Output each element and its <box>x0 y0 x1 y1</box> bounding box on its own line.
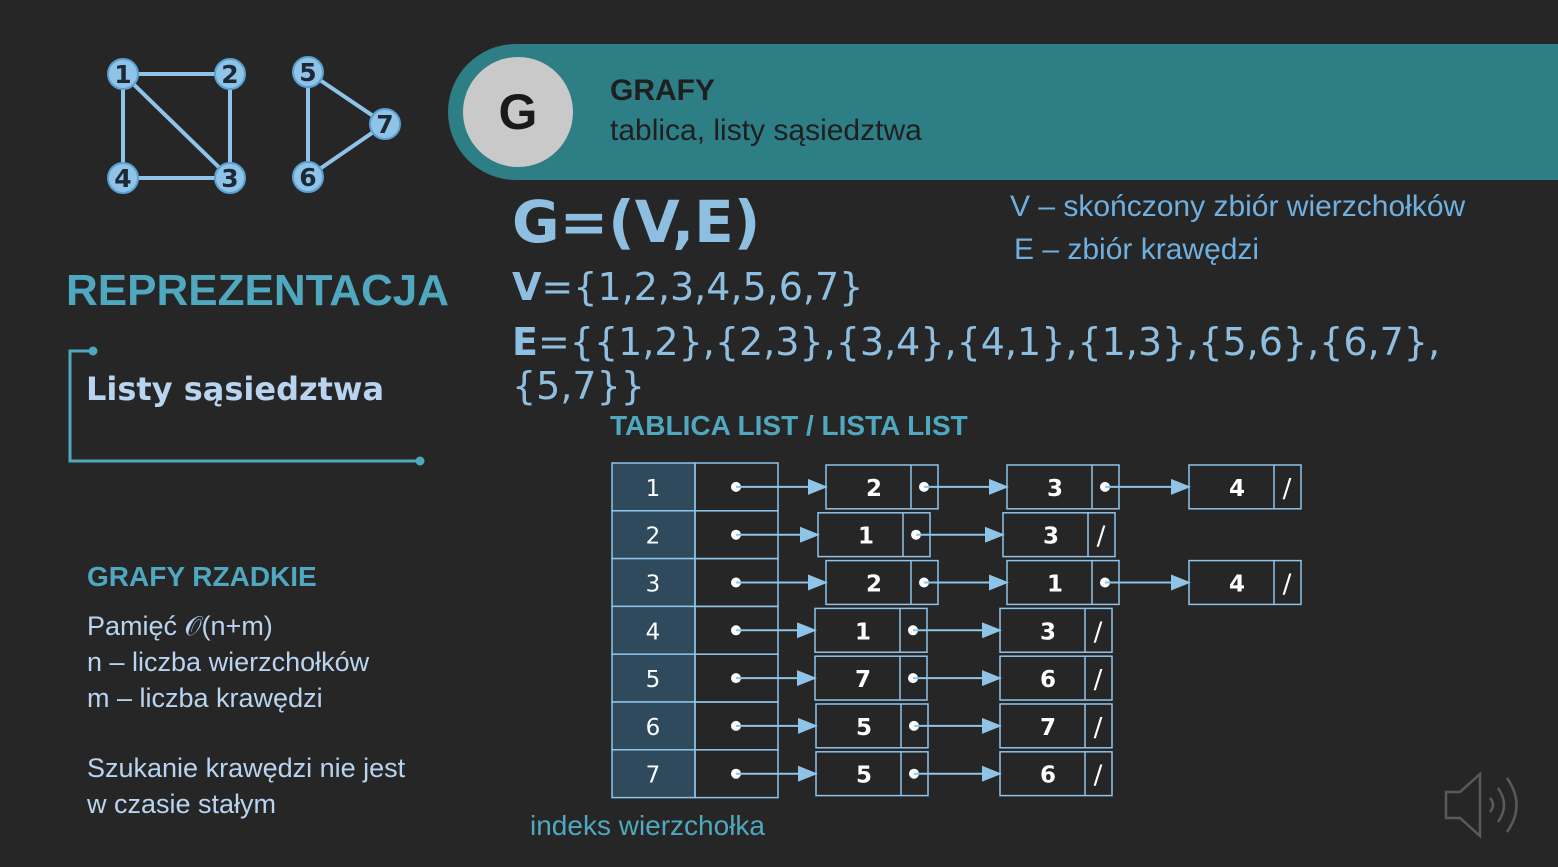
list-node: 1 <box>814 607 1002 653</box>
vertex-index: 7 <box>646 763 661 789</box>
table-title: TABLICA LIST / LISTA LIST <box>610 410 968 441</box>
list-box-label: Listy sąsiedztwa <box>86 370 385 408</box>
edge-symbol: E <box>512 320 538 364</box>
list-node-value: 7 <box>1040 715 1056 741</box>
list-node: 1 <box>1006 559 1191 606</box>
list-node: 1 <box>817 512 1005 558</box>
graph-node: 6 <box>292 161 324 193</box>
list-node-value: 6 <box>1040 667 1056 693</box>
vertex-values: ={1,2,3,4,5,6,7} <box>541 265 864 309</box>
list-node: 3/ <box>999 607 1113 653</box>
vertex-index: 4 <box>646 619 661 645</box>
graph-node: 7 <box>369 108 401 140</box>
edge-values: ={{1,2},{2,3},{3,4},{4,1},{1,3},{5,6},{6… <box>512 320 1441 408</box>
search-note-line1: Szukanie krawędzi nie jest <box>87 753 406 783</box>
list-node: 4/ <box>1188 559 1302 606</box>
section-heading: REPREZENTACJA <box>66 266 450 315</box>
list-node-value: 5 <box>856 763 872 789</box>
n-definition: n – liczba wierzchołków <box>87 647 370 677</box>
list-node-value: 7 <box>855 667 871 693</box>
sparse-graphs-title: GRAFY RZADKIE <box>87 561 317 592</box>
sparse-graphs-text: Pamięć 𝒪(n+m) n – liczba wierzchołków m … <box>87 608 405 822</box>
null-marker: / <box>1094 761 1103 791</box>
list-node: 6/ <box>999 655 1113 701</box>
vertex-note: V – skończony zbiór wierzchołków <box>1010 190 1466 223</box>
graph-node: 4 <box>107 162 139 194</box>
graph-node: 1 <box>107 58 139 90</box>
index-label: indeks wierzchołka <box>530 810 765 841</box>
list-node-value: 2 <box>866 476 882 502</box>
graph-node-label: 2 <box>221 60 238 89</box>
list-node: 7 <box>814 655 1002 701</box>
null-marker: / <box>1283 570 1292 600</box>
speaker-icon[interactable] <box>1440 768 1535 843</box>
m-definition: m – liczba krawędzi <box>87 683 323 713</box>
graph-definition: G=(V,E) <box>512 188 761 256</box>
null-marker: / <box>1097 522 1106 552</box>
page-title: GRAFY <box>610 74 715 107</box>
graph-node-label: 6 <box>299 163 316 192</box>
page-subtitle: tablica, listy sąsiedztwa <box>610 114 922 147</box>
list-node: 3 <box>1006 464 1191 510</box>
vertex-index: 6 <box>646 715 661 741</box>
null-marker: / <box>1094 713 1103 743</box>
list-node-value: 5 <box>856 715 872 741</box>
list-node: 5 <box>815 751 1002 797</box>
list-node-value: 4 <box>1229 476 1245 502</box>
list-node-value: 1 <box>855 619 871 645</box>
vertex-index: 2 <box>646 524 661 550</box>
list-node-value: 3 <box>1047 476 1063 502</box>
graph-node-label: 5 <box>299 58 316 87</box>
list-node-value: 1 <box>858 524 874 550</box>
memory-line: Pamięć 𝒪(n+m) <box>87 611 273 641</box>
vertex-index: 1 <box>646 476 661 502</box>
null-marker: / <box>1094 617 1103 647</box>
list-node: 7/ <box>999 703 1113 749</box>
edge-set: E={{1,2},{2,3},{3,4},{4,1},{1,3},{5,6},{… <box>512 320 1558 408</box>
vertex-index: 5 <box>646 667 661 693</box>
null-marker: / <box>1094 665 1103 695</box>
header-banner <box>448 44 1558 180</box>
search-note-line2: w czasie stałym <box>87 789 277 819</box>
graph-node-label: 7 <box>376 110 393 139</box>
list-node: 6/ <box>999 751 1113 797</box>
list-node: 5 <box>815 703 1002 749</box>
graph-node-label: 3 <box>221 164 238 193</box>
list-node-value: 2 <box>866 572 882 598</box>
list-node: 3/ <box>1002 512 1116 558</box>
graph-badge: G <box>463 57 573 167</box>
list-node: 2 <box>825 559 1009 606</box>
list-node: 2 <box>825 464 1009 510</box>
list-box-bracket <box>68 346 425 466</box>
list-node-value: 6 <box>1040 763 1056 789</box>
edge-note: E – zbiór krawędzi <box>1014 233 1260 266</box>
vertex-symbol: V <box>512 265 542 309</box>
list-node: 4/ <box>1188 464 1302 510</box>
graph-node-label: 4 <box>114 164 131 193</box>
graph-illustration: 1 2 3 4 5 6 7 <box>107 56 401 194</box>
graph-node: 5 <box>292 56 324 88</box>
list-node-value: 3 <box>1040 619 1056 645</box>
graph-node-label: 1 <box>114 60 131 89</box>
list-node-value: 3 <box>1043 524 1059 550</box>
list-node-value: 1 <box>1047 572 1063 598</box>
graph-node: 2 <box>214 58 246 90</box>
graph-node: 3 <box>214 162 246 194</box>
vertex-set: V={1,2,3,4,5,6,7} <box>512 265 863 309</box>
null-marker: / <box>1283 474 1292 504</box>
vertex-index: 3 <box>646 572 661 598</box>
list-node-value: 4 <box>1229 572 1245 598</box>
